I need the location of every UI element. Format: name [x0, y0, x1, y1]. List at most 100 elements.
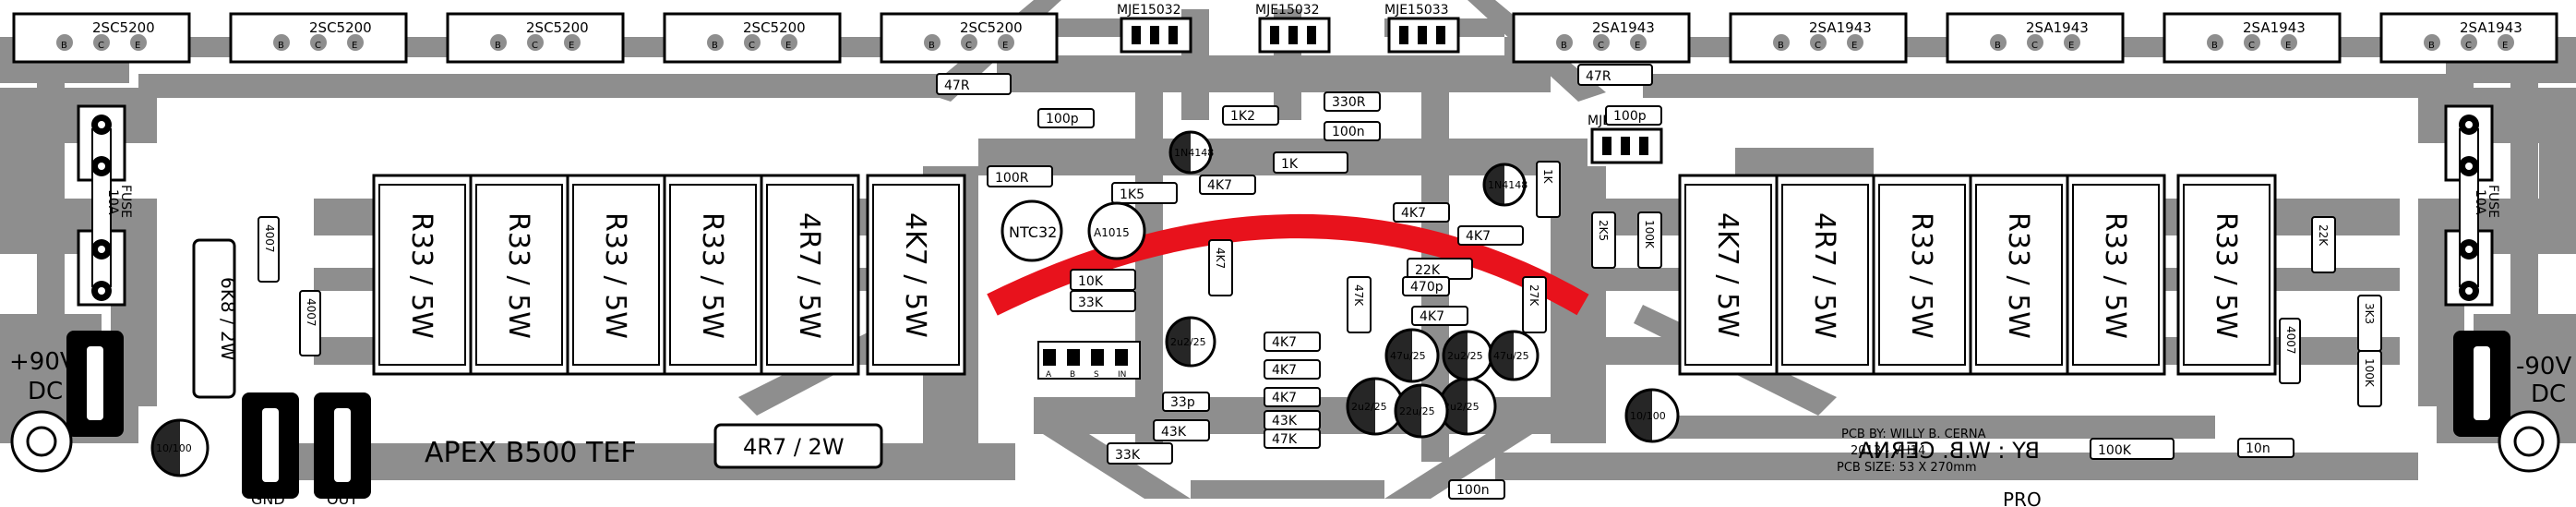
- driver-transistor-3: MJE15032: [1588, 114, 1663, 164]
- transistor-q1: A1015: [1087, 201, 1146, 260]
- svg-text:2K5: 2K5: [1597, 220, 1610, 241]
- component-r27k: 27K: [1522, 276, 1547, 333]
- capacitor-d1n4148-a: 1N4148: [1168, 130, 1214, 175]
- svg-text:IN: IN: [1118, 370, 1126, 380]
- svg-text:2u2/25: 2u2/25: [1351, 401, 1387, 413]
- component-r33k: 33K: [1107, 442, 1173, 465]
- fuse-right-rating: 10A: [2473, 189, 2487, 215]
- power-resistor-left-0: R33 / 5W: [372, 174, 473, 376]
- svg-text:B: B: [1070, 370, 1075, 380]
- fuse-right-label: FUSE: [2486, 185, 2500, 218]
- transistor-pin-b: B: [929, 41, 935, 51]
- component-r10k: 10K: [1070, 269, 1136, 291]
- resistor-4r7-2w: 4R7 / 2W: [713, 423, 883, 469]
- svg-text:R33 / 5W: R33 / 5W: [1905, 212, 1937, 339]
- gnd-terminal: GND: [242, 392, 299, 507]
- capacitor-c47-25a: 47u/25: [1384, 328, 1440, 383]
- transistor-pin-e: E: [1635, 41, 1640, 51]
- pro-label: PRO: [2003, 489, 2042, 507]
- component-r1k5: 1K5: [1111, 182, 1178, 204]
- svg-text:6K8 / 2W: 6K8 / 2W: [217, 277, 239, 361]
- svg-text:10/100: 10/100: [156, 442, 192, 454]
- svg-text:47u/25: 47u/25: [1493, 350, 1529, 362]
- component-r4k7-d: 4K7: [1264, 387, 1321, 407]
- power-resistor-left-3: R33 / 5W: [663, 174, 763, 376]
- capacitor-c2-2-25b: 2u2/25: [1346, 377, 1405, 436]
- svg-text:2u2/25: 2u2/25: [1447, 350, 1483, 362]
- mounting-hole-right: [2498, 410, 2560, 473]
- transistor-pin-c: C: [749, 41, 755, 51]
- component-r100k-v: 100K: [1637, 211, 1662, 269]
- component-c100p-left: 100p: [1037, 108, 1095, 128]
- transistor-pin-e: E: [352, 41, 357, 51]
- pcb-by: PCB BY: WILLY B. CERNA: [1841, 428, 1986, 441]
- component-r4k7-f: 4K7: [1457, 225, 1524, 246]
- svg-text:3K3: 3K3: [2363, 303, 2376, 324]
- resistor-6k8-2w: 6K8 / 2W: [192, 238, 239, 399]
- power-resistor-right-3: R33 / 5W: [1969, 174, 2069, 376]
- svg-text:1K: 1K: [1541, 169, 1554, 185]
- component-r4k7-c: 4K7: [1264, 359, 1321, 380]
- svg-text:S: S: [1094, 370, 1099, 380]
- transistor-pin-e: E: [1002, 41, 1008, 51]
- svg-text:4007: 4007: [2284, 326, 2297, 355]
- component-c33p: 33p: [1162, 392, 1210, 412]
- transistor-pin-c: C: [315, 41, 321, 51]
- transistor-label: 2SA1943: [2026, 19, 2089, 36]
- pos-dc-label: DC: [28, 378, 63, 405]
- power-resistor-left-4: 4R7 / 5W: [760, 174, 860, 376]
- component-d4007-a: 4007: [258, 216, 280, 283]
- svg-text:4R7 / 2W: 4R7 / 2W: [743, 434, 845, 460]
- svg-text:A: A: [1046, 370, 1052, 380]
- gnd-label: GND: [251, 490, 285, 507]
- svg-text:1N4148: 1N4148: [1488, 179, 1528, 191]
- transistor-pin-c: C: [965, 41, 972, 51]
- svg-text:2u2/25: 2u2/25: [1444, 401, 1480, 413]
- component-r4k7-e: 4K7: [1411, 306, 1468, 326]
- transistor-pin-e: E: [785, 41, 791, 51]
- svg-text:100K: 100K: [2098, 443, 2132, 458]
- bias-trace-arc: [987, 214, 1589, 316]
- input-header: A B S IN: [1037, 341, 1141, 380]
- component-r4k7-a: 4K7: [1393, 202, 1450, 223]
- capacitor-c22-25: 22u/25: [1394, 383, 1449, 439]
- component-r47k: 47K: [1264, 429, 1321, 449]
- power-resistor-left-5: 4K7 / 5W: [866, 174, 966, 376]
- transistor-label: 2SC5200: [309, 19, 372, 36]
- svg-text:4K7: 4K7: [1207, 178, 1232, 193]
- power-resistor-right-4: R33 / 5W: [2066, 174, 2166, 376]
- driver-transistor-0: MJE15032: [1117, 3, 1192, 54]
- svg-text:47R: 47R: [944, 78, 970, 93]
- component-rr: 47K: [1347, 276, 1372, 333]
- svg-text:33K: 33K: [1078, 296, 1104, 310]
- svg-text:43K: 43K: [1161, 425, 1187, 440]
- svg-text:10K: 10K: [1078, 274, 1104, 289]
- svg-text:47K: 47K: [1352, 284, 1365, 307]
- transistor-label: 2SA1943: [2460, 19, 2522, 36]
- fuse-left: FUSE 10A: [77, 104, 133, 307]
- fuse-left-rating: 10A: [105, 189, 120, 215]
- component-r100r: 100R: [987, 165, 1053, 187]
- transistor-label: 2SA1943: [2243, 19, 2306, 36]
- out-label: OUT: [327, 490, 358, 507]
- component-r1k2: 1K2: [1222, 105, 1279, 126]
- transistor-pin-c: C: [2031, 41, 2038, 51]
- transistor-label: 2SC5200: [92, 19, 155, 36]
- svg-text:100R: 100R: [995, 171, 1029, 186]
- svg-text:27K: 27K: [1528, 284, 1540, 307]
- svg-text:4K7: 4K7: [1272, 391, 1297, 405]
- component-r4k7-b: 4K7: [1208, 239, 1233, 296]
- transistor-pin-e: E: [1851, 41, 1857, 51]
- out-terminal: OUT: [314, 392, 371, 507]
- component-d4007-b: 4007: [299, 290, 321, 356]
- transistor-label: 2SC5200: [960, 19, 1023, 36]
- transistor-pin-b: B: [2428, 41, 2435, 51]
- svg-text:4R7 / 5W: 4R7 / 5W: [793, 212, 825, 339]
- transistor-pin-e: E: [135, 41, 140, 51]
- transistor-pin-e: E: [2285, 41, 2291, 51]
- svg-text:2u2/25: 2u2/25: [1170, 336, 1206, 348]
- capacitor-d1n4148-b: 1N4148: [1482, 163, 1528, 207]
